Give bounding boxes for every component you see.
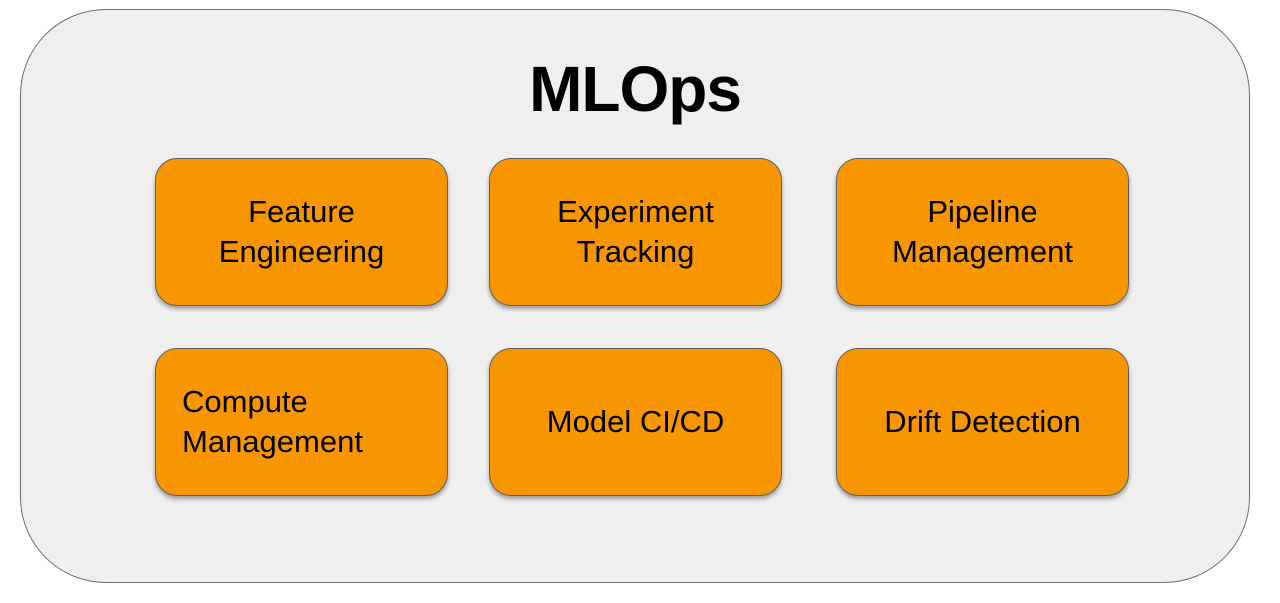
compute-management-box: Compute Management	[155, 348, 448, 496]
box-label: Drift Detection	[884, 404, 1081, 439]
feature-engineering-box: Feature Engineering	[155, 158, 448, 306]
box-label: Compute Management	[182, 384, 363, 459]
experiment-tracking-box: Experiment Tracking	[489, 158, 782, 306]
box-label: Experiment Tracking	[557, 194, 714, 269]
model-ci-cd-box: Model CI/CD	[489, 348, 782, 496]
pipeline-management-box: Pipeline Management	[836, 158, 1129, 306]
box-label: Pipeline Management	[892, 194, 1073, 269]
box-label: Model CI/CD	[546, 404, 725, 439]
box-label: Feature Engineering	[218, 194, 385, 269]
drift-detection-box: Drift Detection	[836, 348, 1129, 496]
diagram-title: MLOps	[529, 53, 742, 125]
